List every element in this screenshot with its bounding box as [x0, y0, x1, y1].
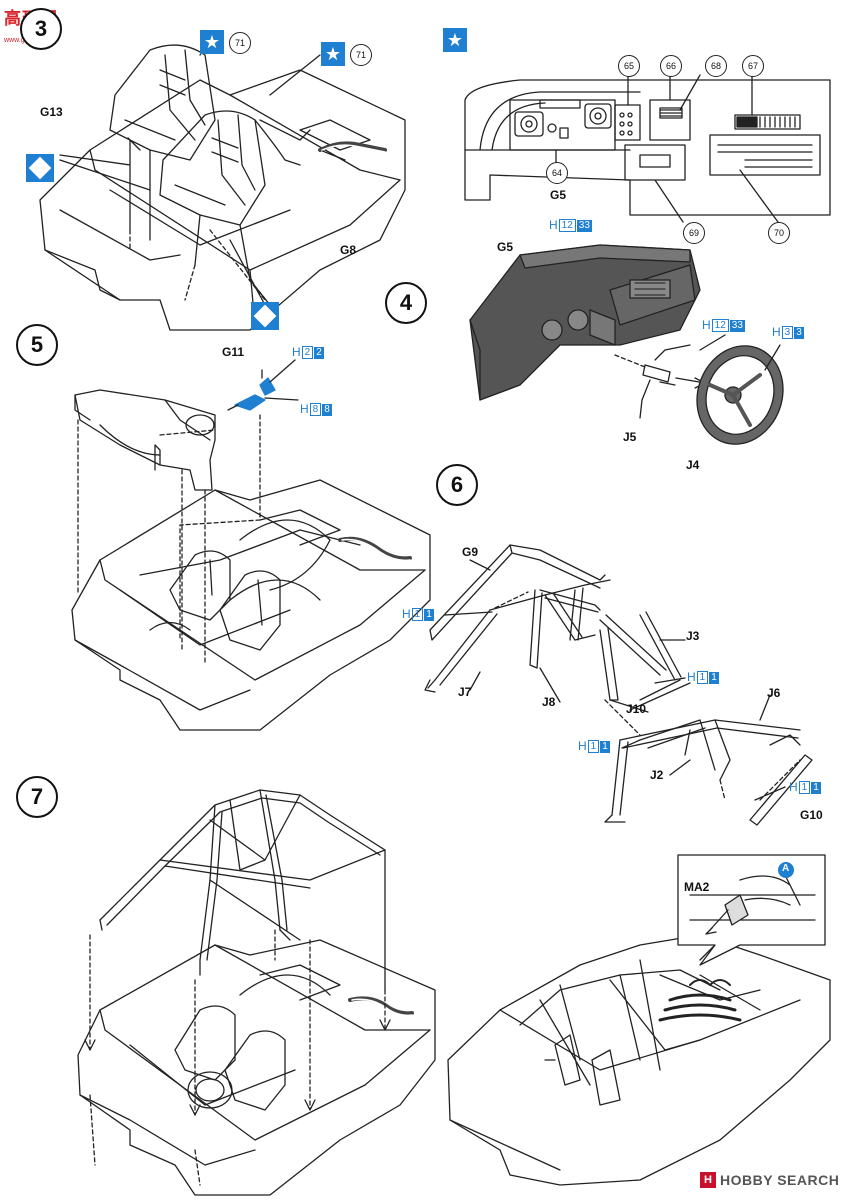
star-icon: ★	[200, 30, 224, 54]
part-label-g9: G9	[462, 545, 479, 559]
ref-circle-67: 67	[742, 55, 764, 77]
diamond-icon	[251, 302, 279, 330]
part-label-g8: G8	[340, 243, 357, 257]
part-label-j10: J10	[626, 702, 647, 716]
step7-guides	[89, 929, 386, 1186]
step3-seat-left	[109, 44, 216, 241]
step3-seat-right	[159, 110, 301, 281]
paint-box-filled: 8	[322, 403, 332, 416]
paint-box: 1	[798, 781, 811, 795]
paint-box-filled: 1	[811, 781, 821, 794]
step5-tub	[71, 479, 431, 731]
part-label-j2: J2	[650, 768, 664, 782]
step5-dash	[74, 389, 216, 491]
ref-circle-69: 69	[683, 222, 705, 244]
part-label-j3: J3	[686, 629, 700, 643]
paint-h: H	[300, 402, 309, 416]
step4-column	[614, 344, 706, 419]
paint-box-filled: 33	[729, 319, 745, 332]
part-label-g10: G10	[800, 808, 823, 822]
paint-box: 1	[696, 671, 709, 685]
step-number-7: 7	[16, 776, 58, 818]
dash-detail	[464, 74, 831, 223]
hs-logo-icon: H	[700, 1172, 716, 1188]
step4-dashboard	[469, 244, 701, 401]
step7-cage	[99, 789, 386, 991]
paint-h: H	[402, 607, 411, 621]
paint-box-filled: 2	[314, 346, 324, 359]
ref-circle-66: 66	[660, 55, 682, 77]
star-icon: ★	[321, 42, 345, 66]
paint-box: 8	[309, 403, 322, 417]
ref-circle-68: 68	[705, 55, 727, 77]
paint-h: H	[772, 325, 781, 339]
step7-finished	[447, 919, 831, 1186]
paint-h: H	[687, 670, 696, 684]
paint-h: H	[702, 318, 711, 332]
ref-circle-64: 64	[546, 162, 568, 184]
paint-h: H	[292, 345, 301, 359]
paint-box: 1	[411, 608, 424, 622]
detail-marker-a: A	[782, 863, 790, 874]
ref-circle: 71	[229, 32, 251, 54]
ma2-detail	[677, 854, 826, 966]
paint-box: 1	[587, 740, 600, 754]
part-label-j8: J8	[542, 695, 556, 709]
paint-h: H	[789, 780, 798, 794]
part-label-g11: G11	[222, 345, 245, 359]
ref-circle: 71	[350, 44, 372, 66]
step7-arrows	[84, 1019, 391, 1116]
watermark-bottom: H HOBBY SEARCH	[700, 1172, 839, 1188]
part-label-j5: J5	[623, 430, 637, 444]
step-number-6: 6	[436, 464, 478, 506]
paint-box-filled: 3	[794, 326, 804, 339]
ref-circle-70: 70	[768, 222, 790, 244]
step4-wheel	[696, 344, 784, 445]
star-icon: ★	[443, 28, 467, 52]
step-number-5: 5	[16, 324, 58, 366]
paint-h: H	[578, 739, 587, 753]
part-label-j7: J7	[458, 685, 472, 699]
part-label-g5: G5	[497, 240, 514, 254]
paint-box-filled: 1	[709, 671, 719, 684]
paint-box: 2	[301, 346, 314, 360]
part-label-j4: J4	[686, 458, 700, 472]
step5-guides	[77, 414, 261, 666]
step-number-3: 3	[20, 8, 62, 50]
paint-box-filled: 1	[600, 740, 610, 753]
detail-marker-circle	[778, 862, 794, 878]
paint-box: 12	[558, 219, 576, 233]
step5-column-part	[227, 359, 299, 411]
watermark-bottom-text: HOBBY SEARCH	[720, 1172, 840, 1188]
step7-tub	[77, 939, 436, 1196]
detail-label-ma2: MA2	[684, 880, 710, 894]
step3-guides	[129, 229, 271, 306]
paint-box-filled: 33	[576, 219, 592, 232]
step-number-4: 4	[385, 282, 427, 324]
step6-cage	[424, 544, 813, 826]
paint-box: 12	[711, 319, 729, 333]
paint-h: H	[549, 218, 558, 232]
paint-box: 3	[781, 326, 794, 340]
panel-label-g5: G5	[550, 188, 567, 202]
diamond-icon	[26, 154, 54, 182]
step3-tub	[39, 69, 406, 331]
ref-circle-65: 65	[618, 55, 640, 77]
part-label-g13: G13	[40, 105, 63, 119]
paint-box-filled: 1	[424, 608, 434, 621]
part-label-j6: J6	[767, 686, 781, 700]
